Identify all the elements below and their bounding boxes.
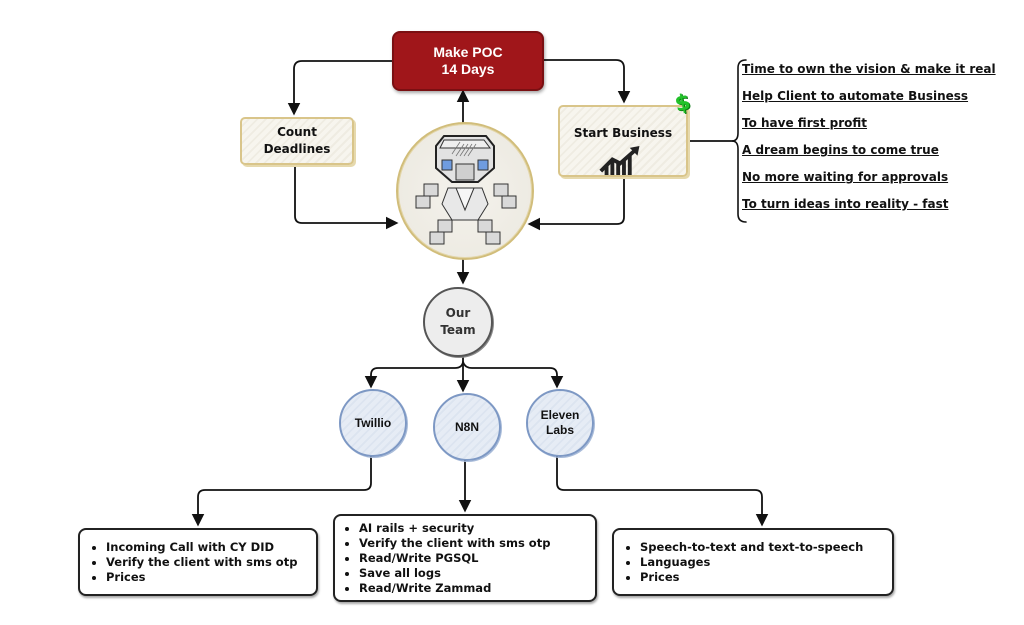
list-item: Verify the client with sms otp <box>106 555 316 570</box>
tool-node-n8n[interactable]: N8N <box>433 393 501 461</box>
edge-business-to-hub <box>527 177 625 231</box>
benefit-item: Help Client to automate Business <box>742 89 969 103</box>
make-poc-label-line2: 14 Days <box>441 61 495 77</box>
our-team-label-line2: Team <box>440 323 476 337</box>
start-business-label: Start Business <box>573 126 673 140</box>
hub-node[interactable] <box>396 122 534 260</box>
list-item: Read/Write Zammad <box>359 581 595 596</box>
count-deadlines-label-line1: Count <box>277 125 317 139</box>
growth-chart-icon <box>599 146 640 175</box>
robot-cubes-icon <box>415 135 517 245</box>
tool-name: N8N <box>454 419 479 434</box>
edge-poc-to-business <box>539 59 631 104</box>
list-item: Speech-to-text and text-to-speech <box>640 540 892 555</box>
list-item: Prices <box>106 570 316 585</box>
eleven-labs-details-note: Speech-to-text and text-to-speech Langua… <box>612 528 894 596</box>
list-item: Save all logs <box>359 566 595 581</box>
edge-team-branch <box>364 353 464 389</box>
our-team-label-line1: Our <box>445 306 471 320</box>
tool-name-line1: Eleven <box>540 408 580 422</box>
tool-node-twillio[interactable]: Twillio <box>339 389 407 457</box>
benefit-item: Time to own the vision & make it real <box>742 62 996 76</box>
list-item: Incoming Call with CY DID <box>106 540 316 555</box>
edge-deadlines-to-hub <box>294 162 399 230</box>
list-item: Verify the client with sms otp <box>359 536 595 551</box>
twillio-details-note: Incoming Call with CY DID Verify the cli… <box>78 528 318 596</box>
tool-name: Twillio <box>354 415 392 430</box>
edge-team-to-eleven <box>462 361 564 389</box>
our-team-node[interactable]: Our Team <box>423 287 493 357</box>
make-poc-label-line1: Make POC <box>433 44 503 60</box>
list-item: Languages <box>640 555 892 570</box>
start-business-node[interactable]: Start Business $ <box>558 90 692 177</box>
edge-poc-to-deadlines <box>287 60 393 116</box>
benefit-item: To turn ideas into reality - fast <box>742 197 949 211</box>
benefit-item: To have first profit <box>742 116 868 130</box>
list-item: Prices <box>640 570 892 585</box>
dollar-icon: $ <box>672 89 693 118</box>
benefit-item: No more waiting for approvals <box>742 170 949 184</box>
count-deadlines-node[interactable]: Count Deadlines <box>240 117 354 165</box>
tool-node-eleven-labs[interactable]: Eleven Labs <box>526 389 594 457</box>
n8n-details-note: AI rails + security Verify the client wi… <box>333 514 597 602</box>
benefit-item: A dream begins to come true <box>742 143 939 157</box>
list-item: Read/Write PGSQL <box>359 551 595 566</box>
benefits-list: Time to own the vision & make it real He… <box>742 60 1012 222</box>
list-item: AI rails + security <box>359 521 595 536</box>
make-poc-node[interactable]: Make POC 14 Days <box>392 31 544 91</box>
count-deadlines-label-line2: Deadlines <box>263 142 331 156</box>
tool-name-line2: Labs <box>545 423 574 437</box>
